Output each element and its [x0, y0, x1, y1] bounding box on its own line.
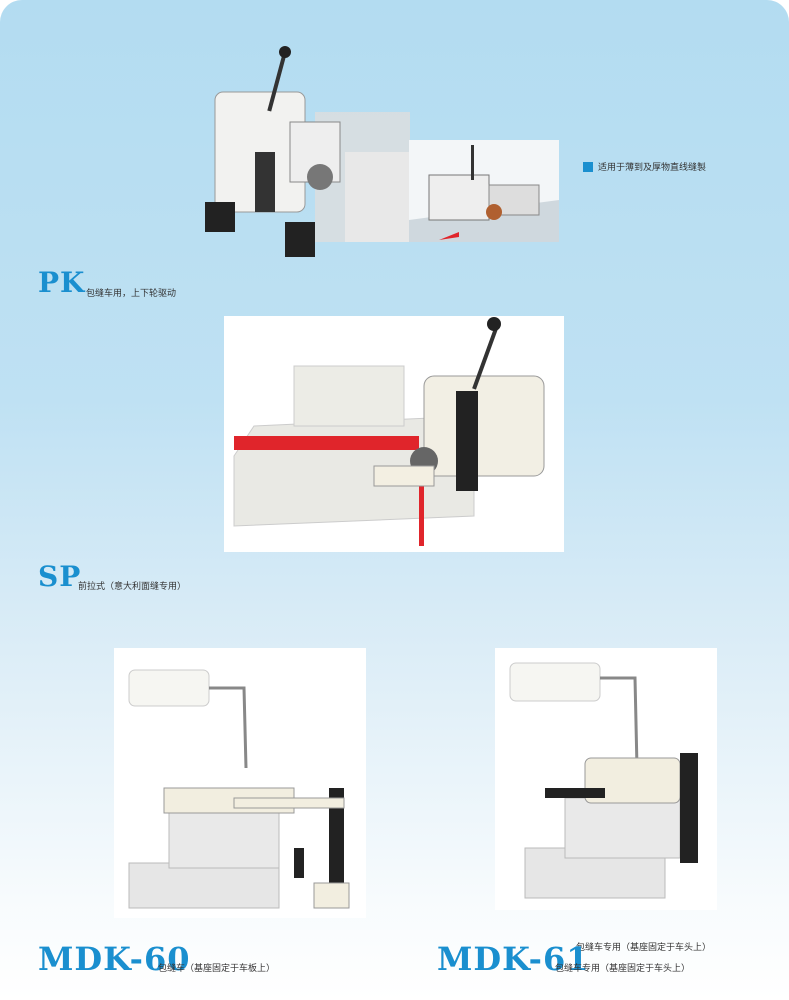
sp-machine-image — [224, 316, 564, 552]
model-desc-mdk61: 包缝车专用（基座固定于车头上） — [555, 964, 691, 974]
mdk61-machine-image — [495, 648, 717, 910]
model-title-mdk61: MDK-61 — [437, 940, 590, 978]
model-desc-pk: 包缝车用，上下轮驱动 — [86, 289, 177, 299]
model-title-mdk60: MDK-60 — [38, 940, 191, 978]
model-desc-mdk61-upper: 包缝车专用（基座固定于车头上） — [576, 943, 712, 953]
model-desc-mdk60: 包缝车（基座固定于车板上） — [158, 964, 276, 974]
model-title-sp: SP — [38, 560, 82, 593]
feature-note: 适用于薄到及厚物直线缝製 — [583, 160, 706, 173]
feature-note-text: 适用于薄到及厚物直线缝製 — [598, 163, 707, 173]
mdk60-machine-image — [114, 648, 366, 918]
pk-machine-image — [195, 42, 415, 262]
model-title-pk: PK — [38, 266, 86, 299]
pk-inset-image — [409, 140, 559, 242]
model-desc-sp: 前拉式（意大利面缝专用） — [78, 582, 187, 592]
bullet-square-icon — [583, 161, 593, 172]
